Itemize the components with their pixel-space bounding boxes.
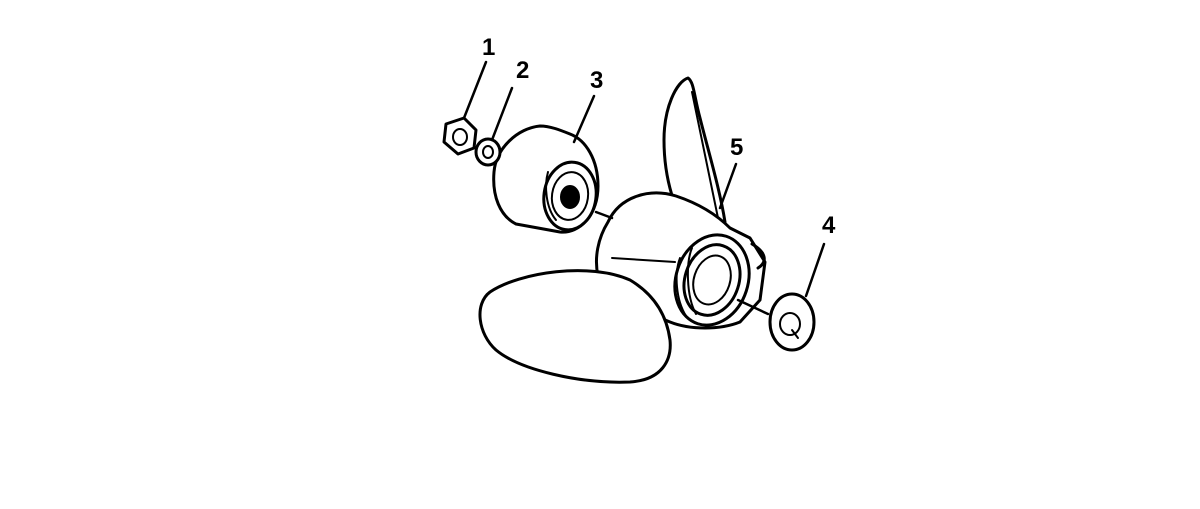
leader-line-5 xyxy=(718,162,738,210)
callout-3: 3 xyxy=(590,67,603,94)
callout-1: 1 xyxy=(482,34,495,61)
leader-line-2 xyxy=(490,86,514,142)
nut xyxy=(442,116,478,156)
callout-4: 4 xyxy=(822,212,836,239)
washer xyxy=(474,137,502,167)
propeller xyxy=(478,76,767,384)
thrust-washer xyxy=(736,292,816,352)
leader-line-3 xyxy=(572,94,596,144)
propeller-blade-lower xyxy=(478,269,672,384)
washer-outer xyxy=(474,137,502,167)
nut-body xyxy=(442,116,478,156)
callout-2: 2 xyxy=(516,57,529,84)
callout-5: 5 xyxy=(730,134,743,161)
leader-line-1 xyxy=(462,60,488,120)
thrust-washer-disc xyxy=(768,292,816,352)
leader-line-4 xyxy=(804,242,826,298)
spacer xyxy=(492,124,600,234)
